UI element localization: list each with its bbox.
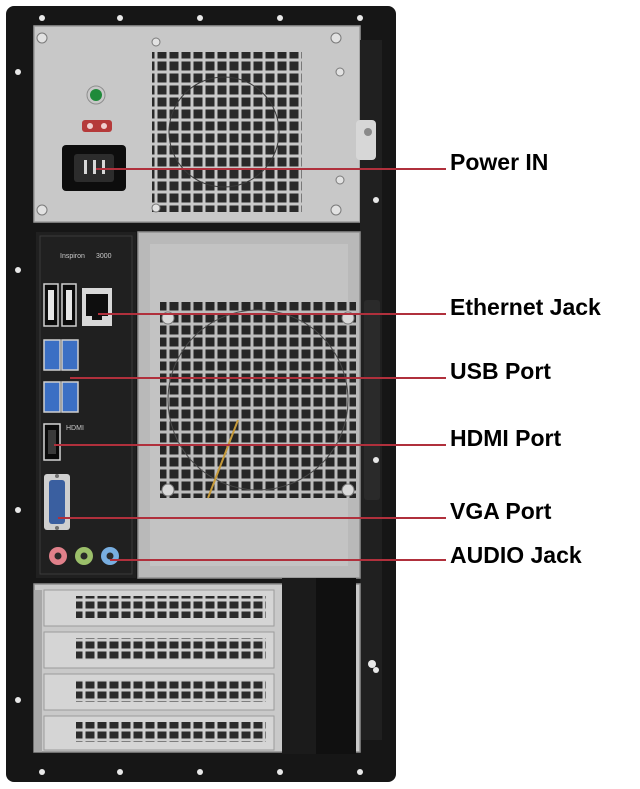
psu-fan-grille [152,52,302,212]
usb3-ports-icon [43,339,79,413]
ethernet-jack-icon [82,288,112,326]
label-hdmi-port: HDMI Port [450,425,562,451]
leader-hdmi-port [54,444,446,446]
hdmi-port-icon [43,423,61,461]
chassis-screws [15,15,363,775]
label-usb-port: USB Port [450,358,551,384]
label-ethernet-jack: Ethernet Jack [450,294,601,320]
leader-ethernet-jack [98,313,446,315]
label-vga-port: VGA Port [450,498,552,524]
io-brand-text: Inspiron [60,253,85,260]
label-power-in: Power IN [450,149,549,175]
usb2-ports-icon [43,283,77,327]
psu-screws [36,32,345,216]
power-inlet-icon [62,145,126,191]
leader-audio-jack [110,559,446,561]
leader-usb-port [70,377,446,379]
io-model-text: 3000 [96,253,112,260]
power-led-icon [90,89,102,101]
label-audio-jack: AUDIO Jack [450,542,582,568]
voltage-switch-icon [82,120,112,132]
leader-power-in [96,168,446,170]
audio-jacks-icon [49,547,119,565]
leader-vga-port [58,517,446,519]
expansion-slot-covers [43,589,275,751]
hdmi-plate-text: HDMI [66,425,84,432]
case-fan-grille [160,302,356,498]
vga-port-icon [44,474,70,530]
